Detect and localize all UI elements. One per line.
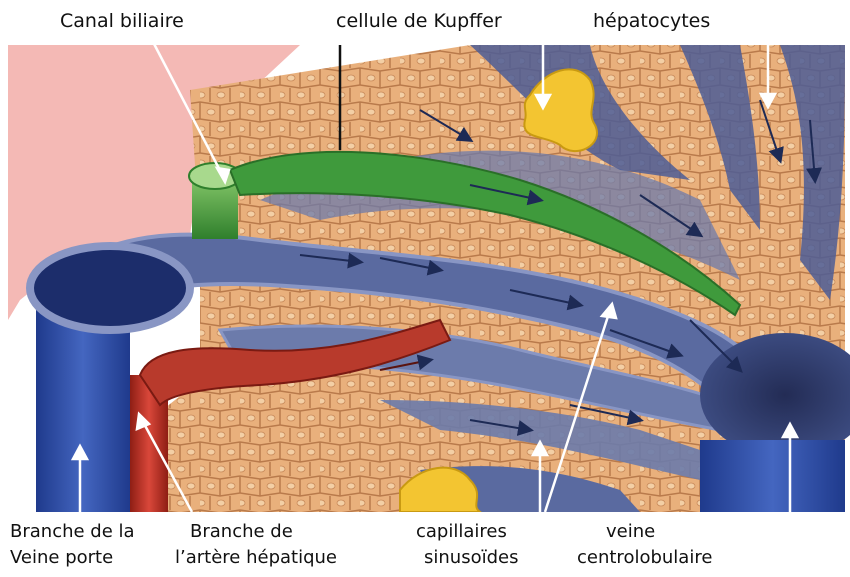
label-branche-veine-porte-1: Branche de la: [10, 519, 135, 545]
label-branche-artere-2: l’artère hépatique: [175, 545, 337, 571]
central-vein-trunk: [700, 440, 845, 512]
label-veine-1: veine: [606, 519, 655, 545]
portal-vein-branch: [36, 305, 130, 512]
portal-vein-opening: [30, 246, 190, 330]
label-capillaires-1: capillaires: [416, 519, 507, 545]
label-hepatocytes: hépatocytes: [593, 8, 710, 34]
label-cellule-kupffer: cellule de Kupffer: [336, 8, 502, 34]
label-capillaires-2: sinusoïdes: [424, 545, 518, 571]
label-branche-artere-1: Branche de: [190, 519, 293, 545]
label-veine-2: centrolobulaire: [577, 545, 712, 571]
label-canal-biliaire: Canal biliaire: [60, 8, 184, 34]
label-branche-veine-porte-2: Veine porte: [10, 545, 113, 571]
